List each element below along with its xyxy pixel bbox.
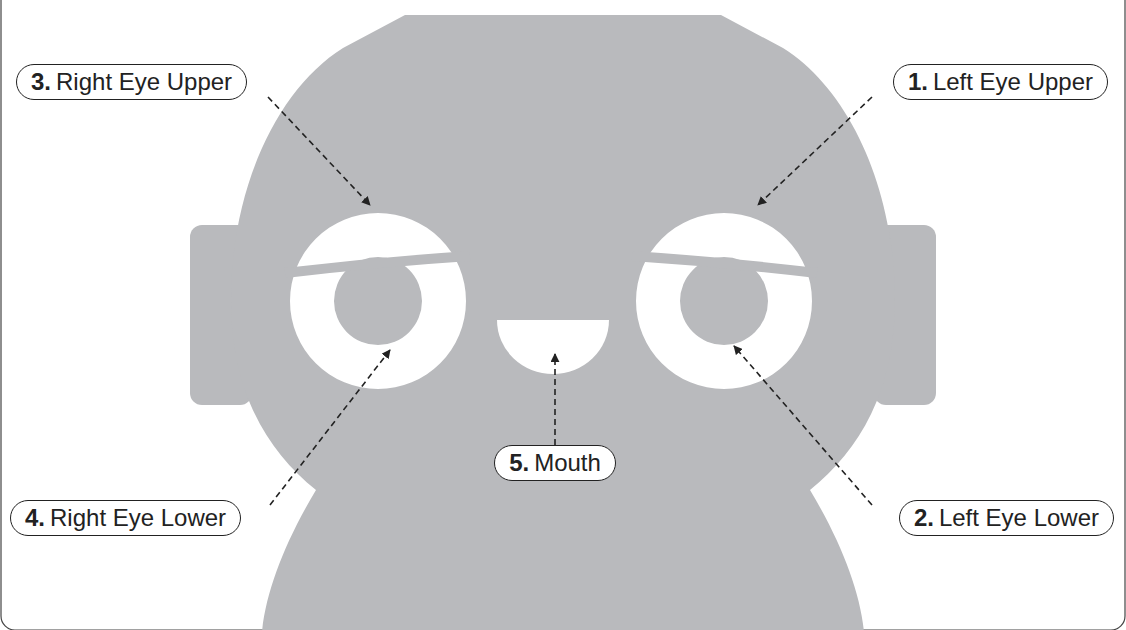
eye-split [285,256,470,273]
part-name: Right Eye Upper [56,68,232,96]
part-name: Left Eye Lower [939,504,1099,532]
robot-head [231,15,895,630]
callout-number: 4. [25,504,45,532]
callout-number: 5. [509,449,529,477]
leader-lines [268,97,872,505]
leader-line [554,354,556,445]
callout-label: 2.Left Eye Lower [899,500,1114,536]
callout-label: 1.Left Eye Upper [893,64,1108,100]
part-name: Mouth [534,449,601,477]
callout-label: 3.Right Eye Upper [16,64,247,100]
leader-line [734,346,872,505]
eye-ring [290,213,466,389]
eye-split [632,256,817,273]
callout-number: 3. [31,68,51,96]
callout-label: 4.Right Eye Lower [10,500,241,536]
part-name: Right Eye Lower [50,504,226,532]
robot-mouth [497,320,609,374]
leader-line [268,97,370,205]
leader-line [758,97,872,205]
part-name: Left Eye Upper [933,68,1093,96]
leader-line [270,350,390,505]
callout-number: 1. [908,68,928,96]
callout-number: 2. [914,504,934,532]
eye-ring [636,213,812,389]
callout-label: 5.Mouth [494,445,616,481]
